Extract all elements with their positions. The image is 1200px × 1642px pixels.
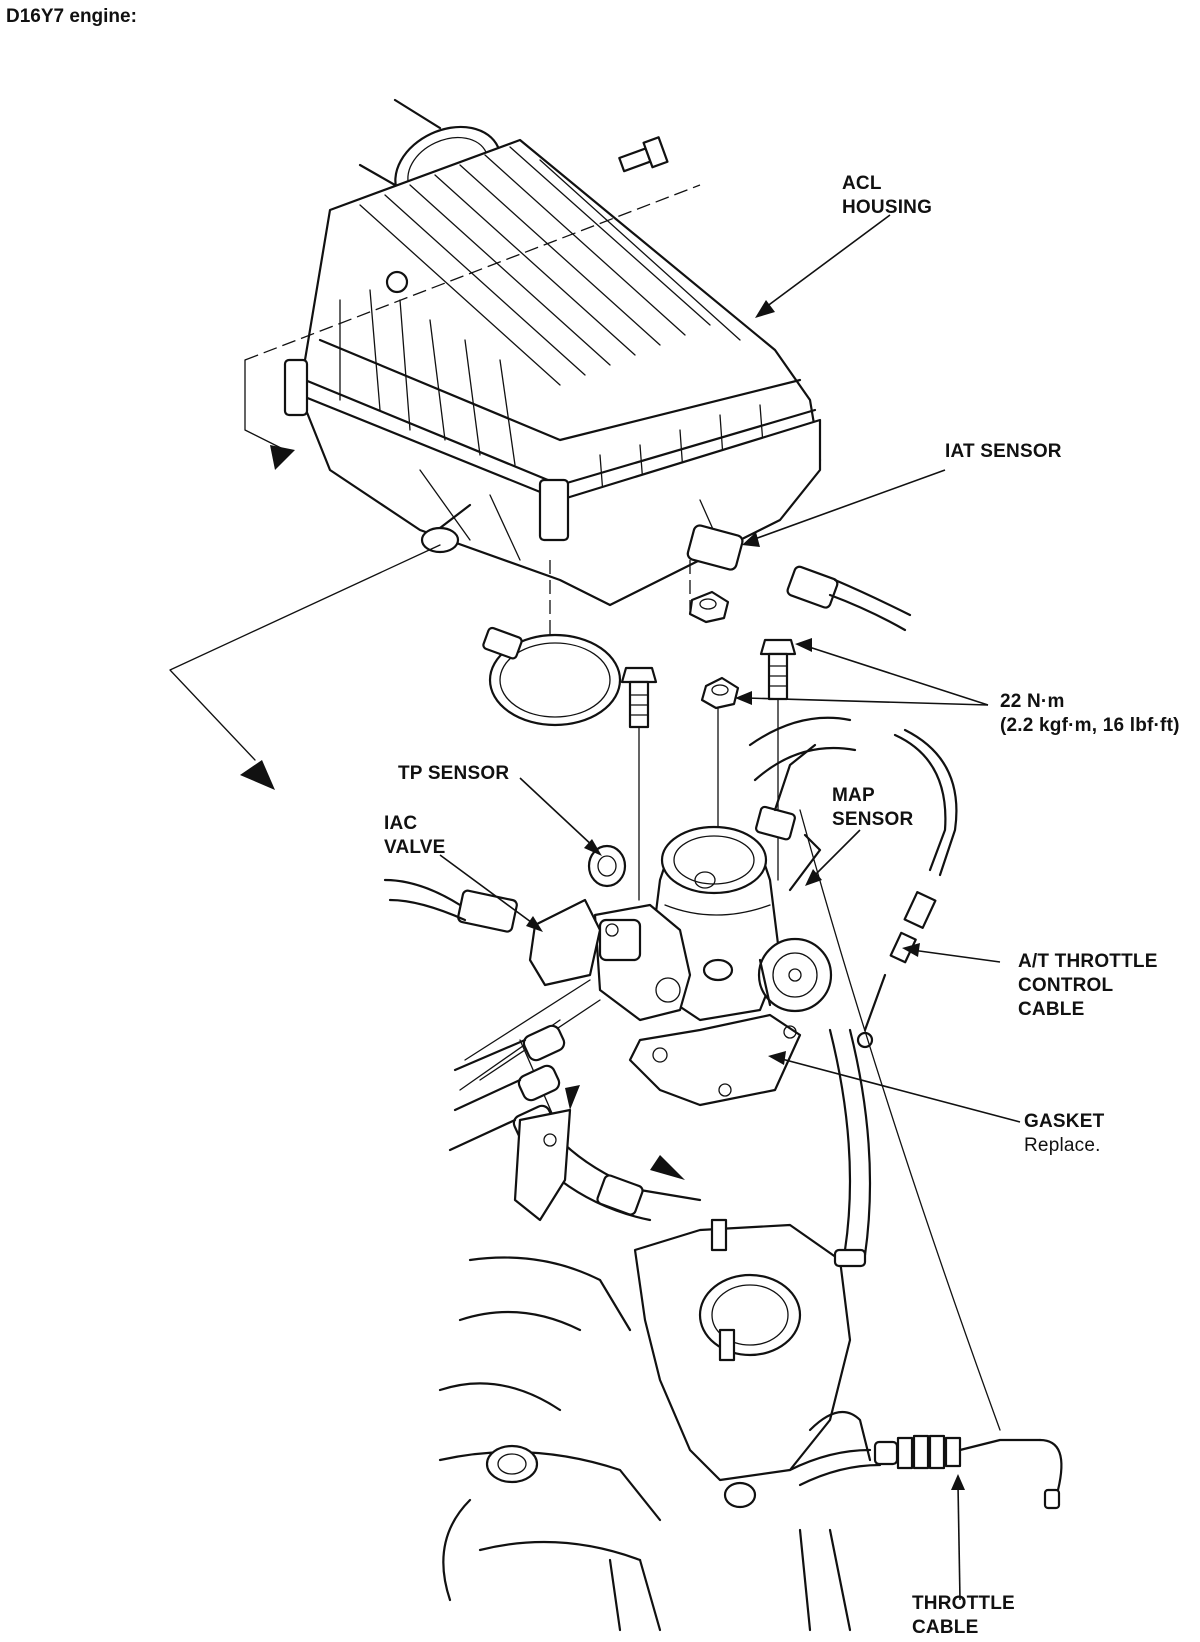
label-gasket-note: Replace. bbox=[1024, 1135, 1101, 1156]
throttle-body-drawing bbox=[383, 743, 833, 1107]
hose-clamp-drawing bbox=[482, 626, 622, 727]
label-iac-valve: IAC VALVE bbox=[384, 813, 446, 858]
at-throttle-cable-drawing bbox=[856, 728, 958, 1049]
page-title: D16Y7 engine: bbox=[6, 6, 137, 27]
acl-housing-drawing bbox=[283, 98, 912, 632]
label-torque-detail: (2.2 kgf·m, 16 lbf·ft) bbox=[1000, 715, 1180, 736]
nut-top-drawing bbox=[688, 590, 730, 624]
label-at-throttle-control-cable: A/T THROTTLE CONTROL CABLE bbox=[1018, 951, 1158, 1020]
bolt-right-drawing bbox=[759, 638, 797, 701]
label-tp-sensor: TP SENSOR bbox=[398, 763, 510, 784]
label-iat-sensor: IAT SENSOR bbox=[945, 441, 1062, 462]
label-acl-housing: ACL HOUSING bbox=[842, 173, 933, 218]
bolt-left-drawing bbox=[620, 666, 658, 729]
label-gasket: GASKET bbox=[1024, 1111, 1105, 1132]
leader-lines bbox=[439, 214, 1021, 1601]
nut-middle-drawing bbox=[700, 676, 740, 710]
throttle-cable-drawing bbox=[788, 809, 1063, 1510]
label-map-sensor: MAP SENSOR bbox=[832, 785, 914, 830]
label-torque-value: 22 N·m bbox=[1000, 691, 1065, 712]
label-throttle-cable: THROTTLE CABLE bbox=[912, 1593, 1015, 1638]
intake-manifold-drawing bbox=[438, 1024, 872, 1632]
